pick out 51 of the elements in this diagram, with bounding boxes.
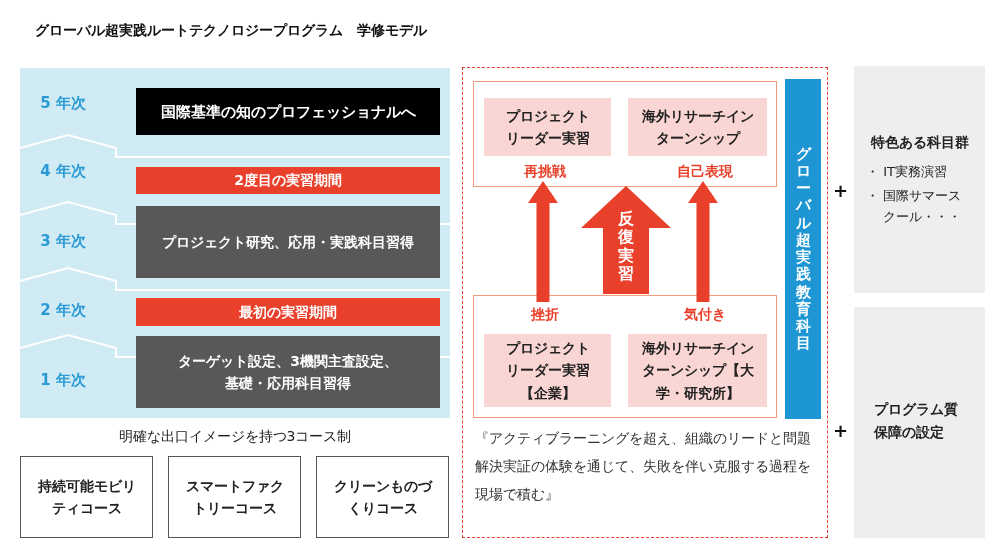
arrow <box>688 181 718 302</box>
stage-box <box>136 206 440 278</box>
year-label: 4 年次 <box>39 162 87 181</box>
stage-box <box>136 336 440 408</box>
box-text: 海外リサーチインターンシップ【大学・研究所】 <box>640 338 755 403</box>
box-text: スマートファクトリーコース <box>184 476 285 518</box>
practice-box <box>628 334 767 407</box>
practice-box <box>484 98 611 156</box>
box-text: 海外リサーチインターンシップ <box>640 106 755 148</box>
list-item: ・ 国際サマースクール・・・ <box>866 187 963 227</box>
caption-text: 明確な出口イメージを持つ3コース制 <box>117 428 353 446</box>
dotted-frame <box>462 67 828 538</box>
group-frame <box>473 295 777 418</box>
stage-box <box>136 88 440 135</box>
plus-sign: + <box>833 420 849 441</box>
period-bar <box>136 167 440 194</box>
box-text: プロジェクトリーダー実習【企業】 <box>504 338 591 403</box>
course-box <box>316 456 449 538</box>
year-label: 2 年次 <box>39 301 87 320</box>
panel-heading: プログラム質保障の設定 <box>874 400 959 442</box>
subject-bar <box>785 79 821 419</box>
year-label: 3 年次 <box>39 232 87 251</box>
list-item: ・ IT実務演習 <box>866 162 947 181</box>
plus-sign: + <box>833 180 849 201</box>
period-bar <box>136 298 440 326</box>
course-box <box>20 456 153 538</box>
box-text: 国際基準の知のプロフェッショナルへ <box>160 101 416 123</box>
box-text: グローバル超実践教育科目 <box>795 145 811 353</box>
arrow <box>528 181 558 302</box>
keyword-text: 気付き <box>672 304 738 326</box>
diagram-title: グローバル超実践ルートテクノロジープログラム 学修モデル <box>35 22 427 40</box>
box-text: 2度目の実習期間 <box>234 171 342 191</box>
large-arrow <box>581 186 671 294</box>
year-label: 1 年次 <box>39 371 87 390</box>
keyword-text: 挫折 <box>517 304 573 326</box>
keyword-text: 再挑戦 <box>512 161 578 183</box>
box-text: プロジェクト研究、応用・実践科目習得 <box>162 232 414 252</box>
practice-box <box>628 98 767 156</box>
panel-heading: 特色ある科目群 <box>870 133 969 153</box>
quote-text: 『アクティブラーニングを超え、組織のリードと問題解決実証の体験を通じて、失敗を伴い克服する過程を現場で積む』 <box>475 429 812 504</box>
box-text: クリーンものづくりコース <box>332 476 434 518</box>
box-text: プロジェクトリーダー実習 <box>504 106 591 148</box>
box-text: 持続可能モビリティコース <box>36 476 137 518</box>
box-text: ターゲット設定、3機関主査設定、基礎・応用科目習得 <box>177 351 399 393</box>
keyword-text: 自己表現 <box>667 161 743 183</box>
practice-box <box>484 334 611 407</box>
edge-label: 反復実習 <box>617 210 635 284</box>
box-text: 最初の実習期間 <box>239 302 337 322</box>
group-frame <box>473 81 777 187</box>
course-box <box>168 456 301 538</box>
year-label: 5 年次 <box>39 94 87 113</box>
